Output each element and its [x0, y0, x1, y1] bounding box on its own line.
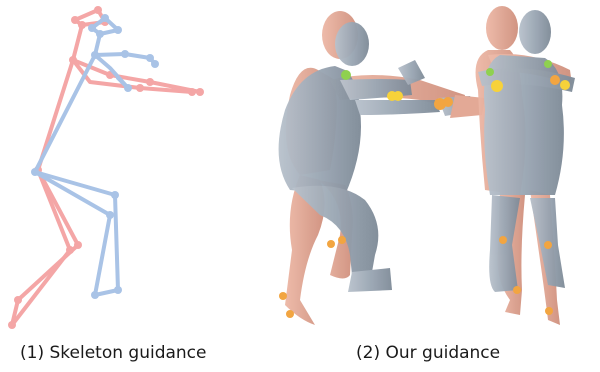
skeleton-guidance-panel — [8, 6, 204, 329]
blue-skeleton — [35, 18, 155, 295]
our-guidance-panel — [279, 6, 575, 325]
caption-our-guidance: (2) Our guidance — [356, 343, 500, 363]
caption-skeleton-guidance: (1) Skeleton guidance — [20, 343, 206, 363]
